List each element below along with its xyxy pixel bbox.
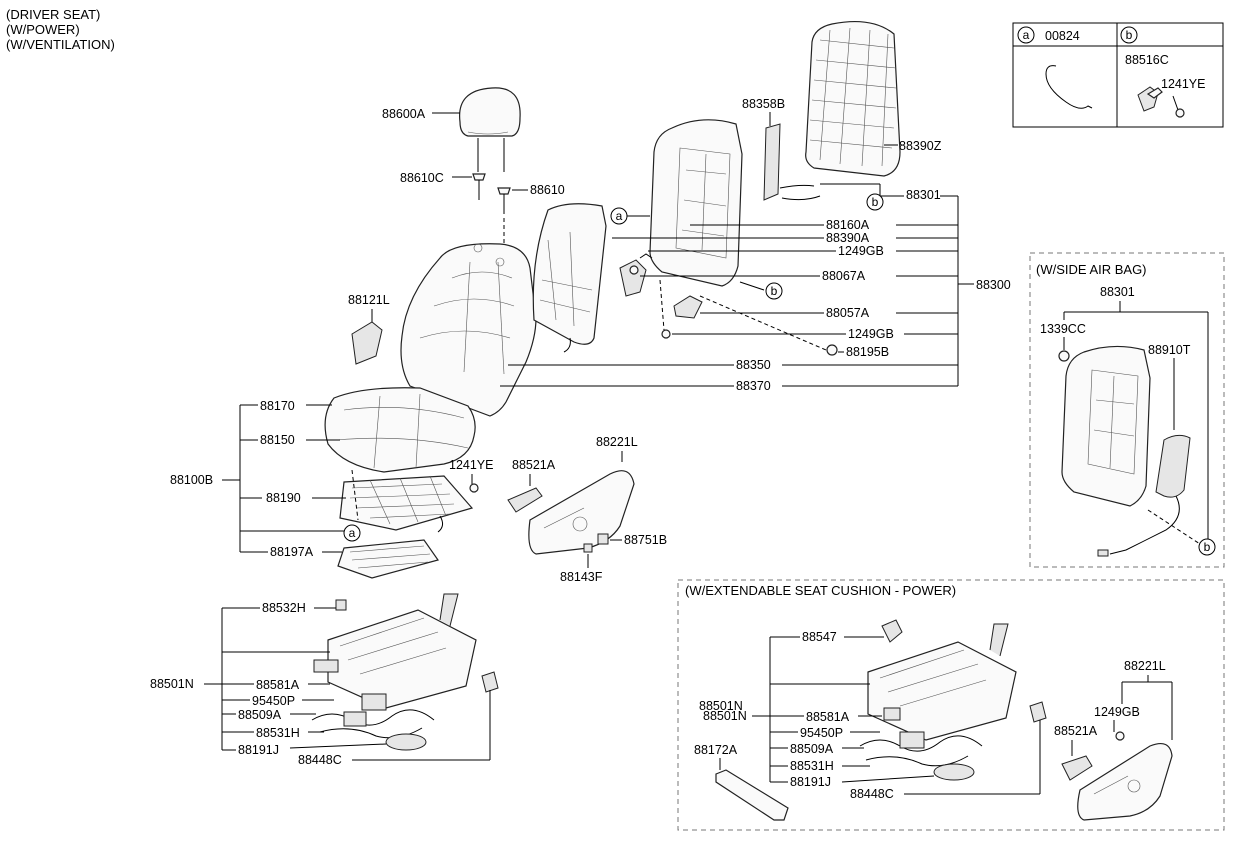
label-88600A: 88600A [382, 107, 426, 121]
label-88751B: 88751B [624, 533, 667, 547]
label-88501N: 88501N [150, 677, 194, 691]
label-88521A: 88521A [512, 458, 556, 472]
legend-b-letter: b [1126, 28, 1133, 42]
extend-title: (W/EXTENDABLE SEAT CUSHION - POWER) [685, 583, 956, 598]
label-88448C: 88448C [298, 753, 342, 767]
airbag-module-illustration [1097, 434, 1191, 557]
extend-label-88547: 88547 [802, 630, 837, 644]
label-88170: 88170 [260, 399, 295, 413]
label-1241YE: 1241YE [449, 458, 493, 472]
airbag-label-1339CC: 1339CC [1040, 322, 1086, 336]
label-88195B: 88195B [846, 345, 889, 359]
side-shield-illustration [528, 470, 635, 555]
airbag-title: (W/SIDE AIR BAG) [1036, 262, 1147, 277]
extend-label-88501N-2: 88501N [703, 709, 747, 723]
label-88390Z: 88390Z [899, 139, 942, 153]
back-panel-illustration [532, 203, 607, 353]
legend-a-part: 00824 [1045, 29, 1080, 43]
extend-label-88531H: 88531H [790, 759, 834, 773]
label-88067A: 88067A [822, 269, 866, 283]
extend-label-88501N-1: 88501N [699, 699, 743, 713]
seat-back-frame-illustration [649, 119, 743, 287]
seat-switch-illustration [507, 487, 543, 513]
ventilation-pad-illustration [339, 475, 474, 533]
label-88301: 88301 [906, 188, 941, 202]
recliner-illustration [619, 253, 653, 297]
extend-label-88581A: 88581A [806, 710, 850, 724]
extendable-cushion-box [677, 579, 1225, 831]
label-88300: 88300 [976, 278, 1011, 292]
airbag-label-88910T: 88910T [1148, 343, 1191, 357]
label-88100B: 88100B [170, 473, 213, 487]
label-1249GB-b: 1249GB [848, 327, 894, 341]
extend-side-shield-illustration [1077, 743, 1173, 821]
legend-table: a 00824 b 88516C 1241YE [1012, 22, 1224, 128]
label-88121L: 88121L [348, 293, 390, 307]
airbag-frame-illustration [1061, 345, 1151, 507]
label-88531H: 88531H [256, 726, 300, 740]
label-88221L: 88221L [596, 435, 638, 449]
label-95450P: 95450P [252, 694, 295, 708]
heater-mat-illustration [337, 539, 439, 579]
seat-back-illustration [400, 243, 537, 417]
callout-a-cushion: a [349, 526, 356, 540]
extend-trim-illustration [715, 769, 789, 821]
legend-b-part1: 88516C [1125, 53, 1169, 67]
label-88581A: 88581A [256, 678, 300, 692]
headrest-illustration [459, 87, 521, 258]
extend-track-illustration [859, 619, 1047, 781]
label-88143F: 88143F [560, 570, 603, 584]
callout-b-airbag: b [1204, 540, 1211, 554]
label-88358B: 88358B [742, 97, 785, 111]
extend-label-95450P: 95450P [800, 726, 843, 740]
airbag-label-88301: 88301 [1100, 285, 1135, 299]
header-ventilation: (W/VENTILATION) [6, 37, 115, 52]
hook-wire-icon [1045, 65, 1093, 109]
callout-b-top: b [872, 195, 879, 209]
callout-a-back: a [616, 209, 623, 223]
extend-label-88448C: 88448C [850, 787, 894, 801]
extend-switch-illustration [1061, 755, 1093, 781]
label-88197A: 88197A [270, 545, 314, 559]
label-88350: 88350 [736, 358, 771, 372]
label-1249GB-a: 1249GB [838, 244, 884, 258]
legend-a-letter: a [1023, 28, 1030, 42]
label-88370: 88370 [736, 379, 771, 393]
label-88532H: 88532H [262, 601, 306, 615]
callout-b-mid: b [771, 284, 778, 298]
seat-cushion-illustration [324, 387, 476, 473]
side-airbag-box [1029, 252, 1225, 568]
extend-label-88191J: 88191J [790, 775, 831, 789]
extend-label-88521A: 88521A [1054, 724, 1098, 738]
label-88057A: 88057A [826, 306, 870, 320]
label-88610: 88610 [530, 183, 565, 197]
label-88191J: 88191J [238, 743, 279, 757]
label-88509A: 88509A [238, 708, 282, 722]
label-88390A: 88390A [826, 231, 870, 245]
label-88190: 88190 [266, 491, 301, 505]
extend-label-88509A: 88509A [790, 742, 834, 756]
seat-back-board-illustration [805, 20, 901, 177]
extend-label-88172A: 88172A [694, 743, 738, 757]
extend-label-88221L: 88221L [1124, 659, 1166, 673]
side-cover-illustration [351, 309, 383, 365]
legend-b-part2: 1241YE [1161, 77, 1205, 91]
recliner-cover-illustration [673, 295, 703, 319]
header-power: (W/POWER) [6, 22, 80, 37]
power-seat-track-illustration [311, 593, 499, 751]
header-driver-seat: (DRIVER SEAT) [6, 7, 100, 22]
clip-bolt-icon [1137, 86, 1185, 118]
extend-label-1249GB: 1249GB [1094, 705, 1140, 719]
label-88150: 88150 [260, 433, 295, 447]
label-88160A: 88160A [826, 218, 870, 232]
label-88610C: 88610C [400, 171, 444, 185]
lumbar-support-illustration [763, 123, 821, 201]
